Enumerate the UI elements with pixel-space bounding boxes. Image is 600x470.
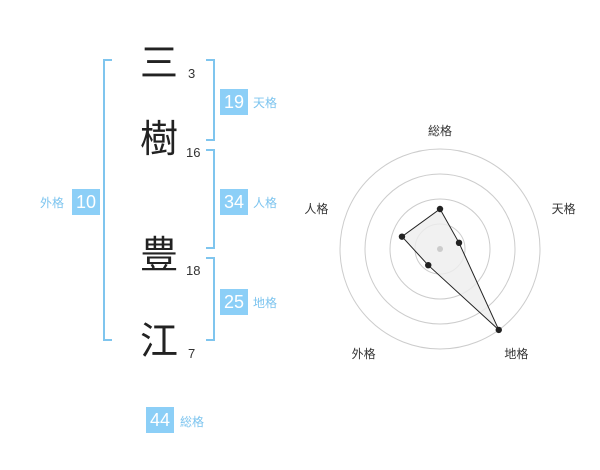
gaikaku-value: 10 xyxy=(72,189,100,215)
radar-ring xyxy=(364,173,516,325)
chikaku-label: 地格 xyxy=(253,296,278,310)
tenkaku-value: 19 xyxy=(220,89,248,115)
stroke-count-3: 18 xyxy=(186,263,201,278)
radar-ring xyxy=(339,148,541,350)
radar-point-1 xyxy=(436,205,444,213)
radar-center-dot xyxy=(437,246,443,252)
name-char-3: 豊 xyxy=(140,233,179,277)
radar-axis-label-5: 人格 xyxy=(304,201,328,216)
name-char-2: 樹 xyxy=(140,117,179,161)
radar-polygon xyxy=(401,208,500,331)
chikaku-value: 25 xyxy=(220,289,248,315)
radar-point-2 xyxy=(455,239,463,247)
stroke-count-1: 3 xyxy=(188,66,196,81)
radar-axis-label-3: 地格 xyxy=(504,346,528,361)
jinkaku-label: 人格 xyxy=(253,196,278,210)
stroke-count-2: 16 xyxy=(186,145,201,160)
stroke-count-4: 7 xyxy=(188,346,196,361)
radar-axis-label-1: 総格 xyxy=(428,123,452,138)
radar-point-4 xyxy=(425,261,432,269)
radar-point-5 xyxy=(398,233,406,240)
name-char-1: 三 xyxy=(140,41,179,85)
jinkaku-value: 34 xyxy=(220,189,248,215)
radar-ring xyxy=(389,198,491,300)
gaikaku-label: 外格 xyxy=(40,196,65,210)
radar-axis-label-4: 外格 xyxy=(352,346,376,361)
radar-point-3 xyxy=(495,326,502,334)
radar-axis-label-2: 天格 xyxy=(552,201,576,216)
tenkaku-label: 天格 xyxy=(253,96,278,110)
name-char-4: 江 xyxy=(140,319,179,363)
soukaku-label: 総格 xyxy=(180,415,205,429)
soukaku-value: 44 xyxy=(146,407,174,433)
